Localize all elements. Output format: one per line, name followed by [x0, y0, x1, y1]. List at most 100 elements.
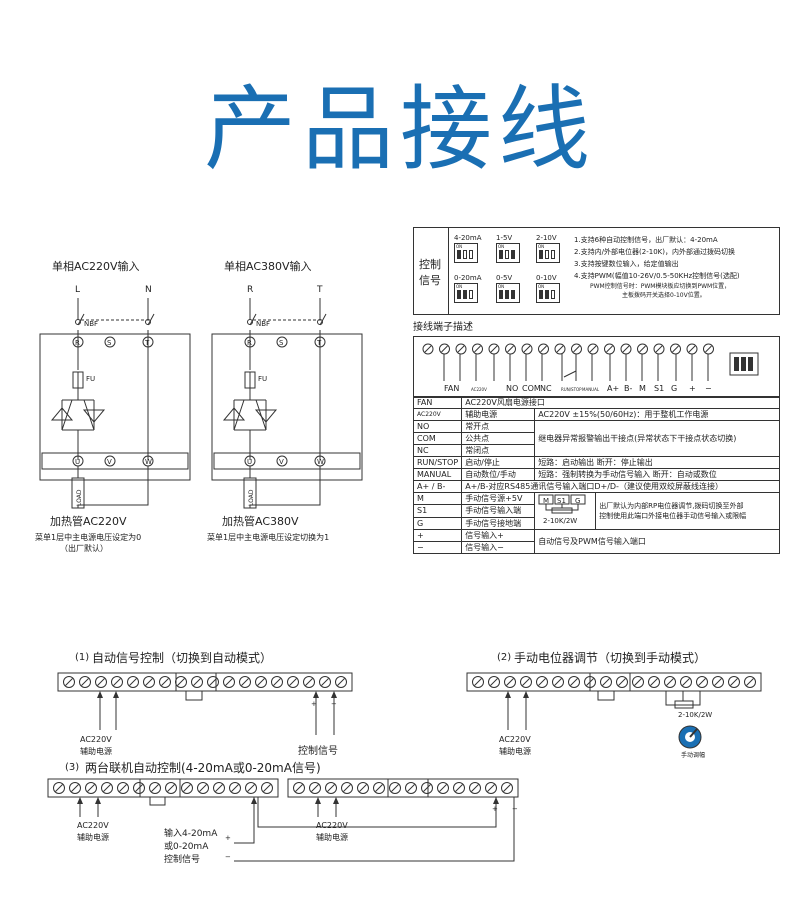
screw-slot	[423, 784, 431, 792]
terminal-label: COM	[522, 384, 541, 393]
control-note-2: 2.支持内/外部电位器(2-10K)，内外部通过拨码切换	[574, 248, 735, 256]
pot-label-g: G	[575, 497, 580, 505]
pot-desc: 出厂默认为内部RP电位器调节,拨码切换至外部控制使用此端口外接电位器手动信号输入…	[595, 492, 780, 530]
screw-slot	[215, 784, 223, 792]
screw-slot	[295, 784, 303, 792]
terminal-label: NO	[506, 384, 518, 393]
screw-slot	[714, 678, 722, 686]
screw-terminal	[552, 676, 564, 688]
screw-terminal	[568, 676, 580, 688]
terminal-label: A+	[607, 384, 619, 393]
terminal-bottom	[276, 455, 288, 467]
screw-slot	[618, 678, 626, 686]
desc-code: AC220V	[412, 408, 463, 421]
terminal-desc-heading: 接线端子描述	[413, 322, 473, 333]
screw-terminal	[261, 782, 273, 794]
screw-slot	[730, 678, 738, 686]
desc-code: NC	[412, 444, 463, 457]
screw-terminal	[616, 676, 628, 688]
pot-label-m: M	[543, 497, 549, 505]
screw-terminal	[469, 782, 481, 794]
w3-minus: −	[225, 853, 231, 861]
desc-code: MANUAL	[412, 468, 463, 481]
terminal-label: S1	[654, 384, 664, 393]
control-note-4: 4.支持PWM(幅值10-26V/0.5-50KHz控制信号(选配)	[574, 272, 740, 280]
screw-terminal	[472, 343, 483, 355]
screw-slot	[556, 345, 564, 353]
screw-terminal	[255, 676, 267, 688]
screw-slot	[321, 678, 329, 686]
desc-func: 自动数位/手动	[461, 468, 536, 481]
dip-body: ON	[454, 283, 478, 303]
screw-slot	[490, 345, 498, 353]
screw-terminal	[587, 343, 599, 355]
dip-lever	[505, 250, 509, 259]
screw-slot	[666, 678, 674, 686]
screw-slot	[337, 678, 345, 686]
screw-terminal	[485, 782, 497, 794]
screw-slot	[71, 784, 79, 792]
terminal-top-label: S	[279, 339, 284, 347]
dip-block-lever	[748, 357, 753, 371]
screw-terminal	[488, 676, 500, 688]
strip-3a-jumper	[149, 797, 166, 806]
strip-1-group	[175, 672, 217, 692]
screw-terminal	[303, 676, 315, 688]
thyristor-diag	[233, 399, 267, 431]
load-wire	[249, 466, 321, 508]
load-label: LOAD	[76, 489, 83, 506]
screw-slot	[503, 784, 511, 792]
control-label-cell: 控制 信号	[414, 228, 449, 314]
terminal-strip-1	[57, 672, 353, 692]
dip-lever	[511, 290, 515, 299]
screw-terminal	[271, 676, 283, 688]
screw-terminal	[728, 676, 740, 688]
screw-terminal	[421, 782, 433, 794]
load-wire	[77, 466, 149, 508]
desc-code: G	[412, 516, 463, 531]
screw-terminal	[712, 676, 724, 688]
w1-arrow-head	[313, 691, 319, 698]
screw-terminal	[143, 676, 155, 688]
screw-terminal	[389, 782, 401, 794]
terminal-top-label: T	[144, 339, 150, 347]
screw-slot	[241, 678, 249, 686]
screw-slot	[507, 345, 514, 353]
relay-contact	[563, 370, 577, 378]
w1-aux2: 辅助电源	[80, 747, 112, 756]
screw-terminal	[664, 676, 676, 688]
knob-icon-pointer	[689, 728, 698, 738]
feed-wire	[249, 298, 321, 320]
screw-slot	[55, 784, 63, 792]
screw-slot	[273, 678, 281, 686]
dip-label: 0-20mA	[454, 274, 482, 282]
screw-slot	[257, 678, 265, 686]
screw-slot	[570, 678, 578, 686]
thyristor-diag	[61, 399, 95, 431]
screw-terminal	[453, 782, 465, 794]
terminal-label: B-	[624, 384, 632, 393]
screw-slot	[606, 345, 613, 353]
screw-terminal	[111, 676, 123, 688]
dip-lever	[499, 290, 503, 299]
screw-slot	[375, 784, 383, 792]
screw-slot	[359, 784, 367, 792]
control-notes: 1.支持6种自动控制信号，出厂默认：4-20mA 2.支持内/外部电位器(2-1…	[574, 234, 740, 300]
desc-text: AC220V ±15%(50/60Hz)：用于整机工作电源	[534, 408, 780, 421]
screw-terminal	[520, 676, 532, 688]
control-label-2: 信号	[419, 274, 441, 287]
terminal-top-label: R	[75, 339, 80, 347]
diagram-caption: 加热管AC220V	[50, 514, 127, 528]
desc-code: FAN	[412, 396, 463, 409]
device-box	[39, 333, 191, 481]
desc-code: +	[412, 529, 463, 542]
screw-terminal	[437, 782, 449, 794]
terminal-strip-2	[466, 672, 762, 692]
screw-slot	[487, 784, 495, 792]
screw-terminal	[309, 782, 321, 794]
fu-label: FU	[86, 375, 95, 383]
terminal-bottom	[104, 455, 116, 467]
